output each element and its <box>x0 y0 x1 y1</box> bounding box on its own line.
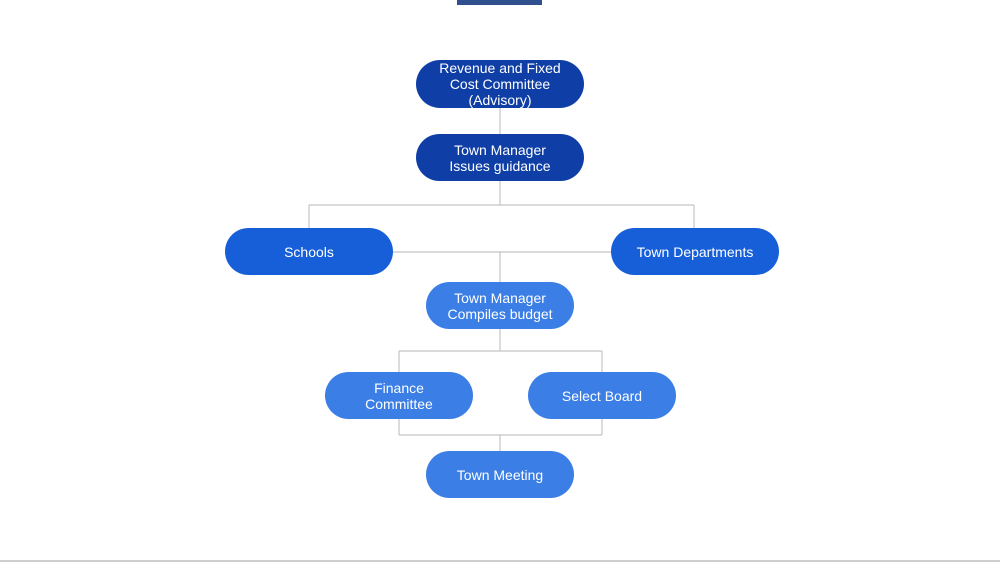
node-select-board: Select Board <box>528 372 676 419</box>
node-town-meeting: Town Meeting <box>426 451 574 498</box>
header-accent-bar <box>457 0 542 5</box>
node-schools: Schools <box>225 228 393 275</box>
bottom-divider <box>0 560 1000 562</box>
node-revenue-fixed-cost-committee: Revenue and Fixed Cost Committee (Adviso… <box>416 60 584 108</box>
node-finance-committee: Finance Committee <box>325 372 473 419</box>
node-town-manager-issues-guidance: Town Manager Issues guidance <box>416 134 584 181</box>
node-town-departments: Town Departments <box>611 228 779 275</box>
node-town-manager-compiles-budget: Town Manager Compiles budget <box>426 282 574 329</box>
